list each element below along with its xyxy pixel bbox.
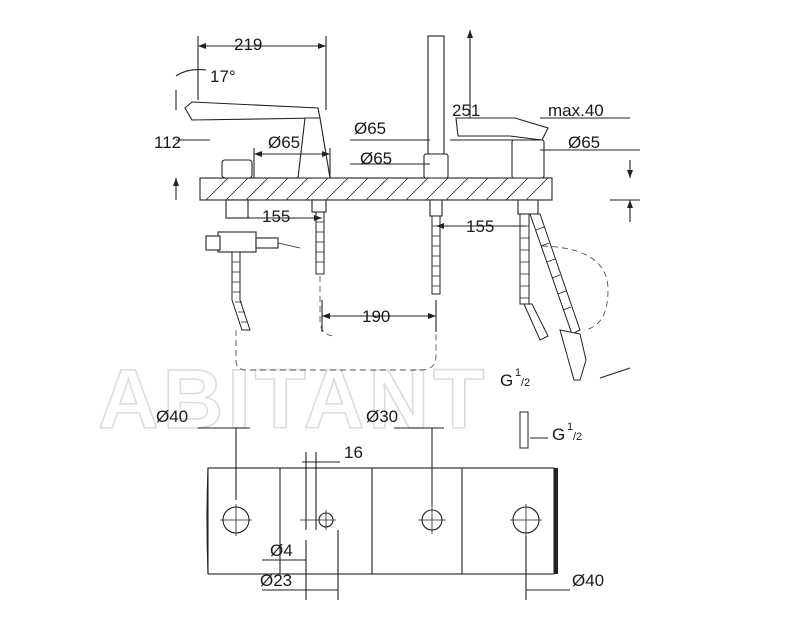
dim-hole-middle: Ø30: [366, 407, 398, 426]
svg-text:G: G: [500, 371, 513, 390]
left-valve: [205, 159, 301, 331]
thread-label-lower: G 1 /2: [552, 421, 582, 444]
dim-handle-diameter-2: Ø65: [360, 149, 392, 168]
spout: [184, 101, 331, 275]
dim-hole-right: Ø40: [572, 571, 604, 590]
svg-text:1: 1: [515, 367, 521, 379]
dim-mixer-height: max.40: [548, 101, 604, 120]
hole-middle: [418, 506, 446, 534]
plan-view: Ø40 Ø30 16 Ø4 Ø23 Ø40: [156, 407, 604, 600]
dim-spacing-left: 155: [262, 207, 290, 226]
thread-label-upper: G 1 /2: [500, 367, 530, 390]
dim-spacing-middle: 190: [362, 307, 390, 326]
hose-loop-right: [541, 245, 609, 331]
dim-spout-angle: 17°: [210, 67, 236, 86]
svg-text:/2: /2: [521, 377, 530, 389]
dim-spacing-right: 155: [466, 217, 494, 236]
hole-right: [510, 504, 542, 536]
dim-hole-small: Ø4: [270, 541, 293, 560]
dim-handle-diameter-1: Ø65: [354, 119, 386, 138]
dim-hole-offset: 16: [344, 443, 363, 462]
watermark: ABITANT: [98, 352, 488, 446]
plan-dimension-lines: [198, 427, 570, 600]
svg-text:/2: /2: [573, 431, 582, 443]
svg-text:G: G: [552, 425, 565, 444]
elevation-view: 219 17° 112 Ø65 Ø65 Ø65 251 max.40 Ø65 1…: [154, 30, 640, 449]
dim-mixer-diameter: Ø65: [568, 133, 600, 152]
dim-spout-diameter: Ø65: [268, 133, 300, 152]
hole-left: [220, 504, 252, 536]
svg-text:1: 1: [567, 421, 573, 433]
dim-hole-left: Ø40: [156, 407, 188, 426]
hole-small: [300, 510, 336, 530]
dimension-lines: [175, 30, 640, 439]
dim-shower-projection: 251: [452, 101, 480, 120]
mixer: [455, 117, 587, 449]
dim-spout-height: 112: [154, 133, 181, 152]
dim-spout-projection: 219: [234, 35, 262, 54]
dim-hole-mid-small: Ø23: [260, 571, 292, 590]
arrowheads: [173, 30, 633, 319]
shower-column: [423, 35, 449, 295]
hose-loop-lower: [319, 276, 337, 337]
hose-loop-left: [235, 300, 437, 371]
deck-slab: [199, 177, 553, 201]
